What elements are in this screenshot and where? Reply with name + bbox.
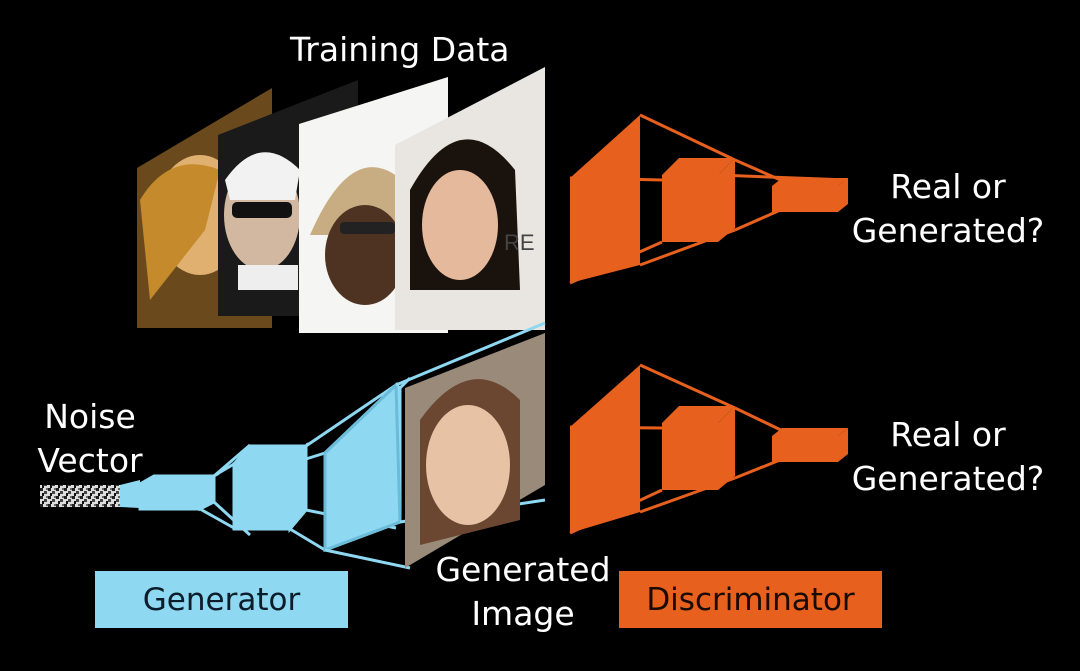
top-output-line1: Real or (890, 167, 1006, 206)
generated-image-label: Generated Image (428, 548, 618, 636)
generator-label: Generator (95, 571, 348, 628)
face-photo-dark-hair-woman: RE (395, 67, 545, 330)
noise-line2: Vector (37, 441, 143, 480)
generator-network (40, 321, 546, 570)
noise-line1: Noise (44, 397, 136, 436)
discriminator-top (569, 113, 849, 285)
bottom-output-label: Real or Generated? (848, 413, 1048, 501)
discriminator-label: Discriminator (619, 571, 882, 628)
noise-pattern (40, 485, 120, 507)
bottom-output-line2: Generated? (851, 459, 1045, 498)
discriminator-bottom (569, 363, 848, 535)
top-output-label: Real or Generated? (848, 165, 1048, 253)
top-output-line2: Generated? (851, 211, 1045, 250)
generated-image-line1: Generated (435, 550, 611, 589)
generated-image-line2: Image (471, 594, 575, 633)
training-photos: RE (137, 67, 545, 333)
training-data-title: Training Data (290, 30, 510, 69)
bottom-output-line1: Real or (890, 415, 1006, 454)
noise-vector-label: Noise Vector (20, 395, 160, 483)
face-photo-generated (405, 333, 545, 568)
svg-text:RE: RE (504, 230, 535, 255)
